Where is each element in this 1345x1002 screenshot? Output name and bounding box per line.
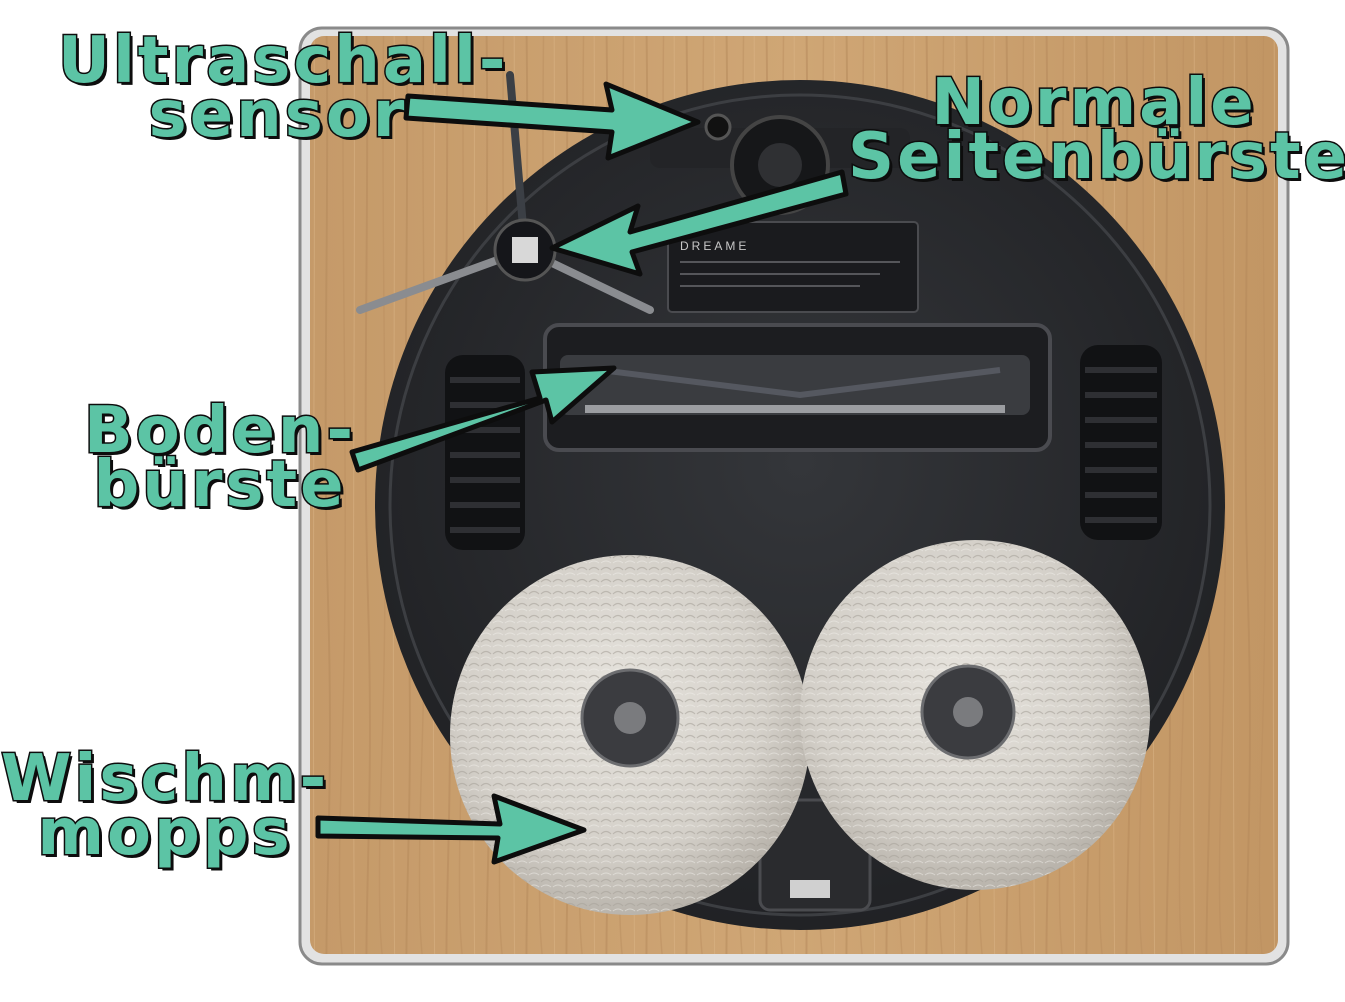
label-mops-line2: mopps (36, 796, 293, 870)
brand-text: DREAME (680, 239, 749, 253)
label-main-brush-line1: Boden- (82, 394, 357, 468)
label-side-brush: Normale Seitenbürste (847, 66, 1345, 194)
label-mops: Wischm- mopps (0, 742, 330, 870)
ultrasonic-sensor-icon (704, 113, 732, 141)
arrow-main-brush (349, 365, 617, 473)
arrow-mops (315, 793, 587, 865)
label-side-brush-line1: Normale (930, 66, 1257, 140)
label-side-brush-line2: Seitenbürste (847, 120, 1345, 194)
label-ultrasonic-line1: Ultraschall- (57, 24, 509, 98)
arrow-side-brush (549, 169, 849, 277)
main-brush-roller (560, 355, 1030, 415)
label-ultrasonic-sensor: Ultraschall- sensor (57, 24, 509, 152)
label-mops-line1: Wischm- (0, 742, 330, 816)
arrow-ultrasonic (403, 81, 701, 161)
left-wheel (445, 355, 525, 550)
right-wheel (1080, 345, 1162, 540)
side-brush (356, 71, 654, 314)
label-main-brush: Boden- bürste (80, 394, 360, 522)
label-ultrasonic-line2: sensor (147, 78, 408, 152)
label-main-brush-line2: bürste (92, 448, 347, 522)
right-mop (800, 540, 1150, 890)
product-label (667, 221, 919, 313)
